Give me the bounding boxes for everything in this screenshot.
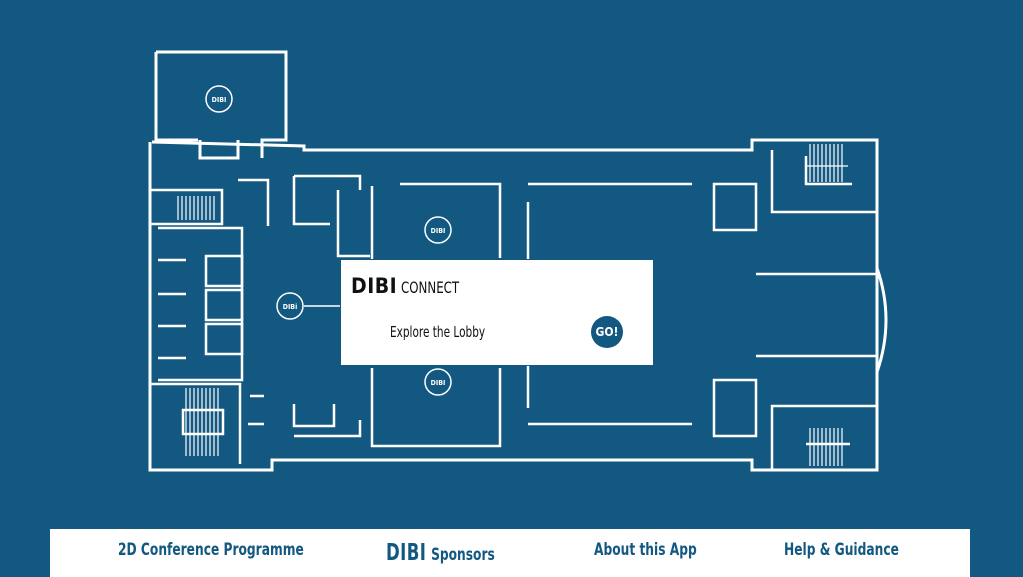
svg-text:DIBI: DIBI [212, 96, 227, 104]
explore-lobby-label: Explore the Lobby [390, 323, 486, 341]
svg-text:DIBI: DIBI [431, 379, 446, 387]
stairs-left [177, 196, 215, 220]
map-badge-top-room[interactable]: DIBI [205, 85, 233, 113]
dibi-connect-title: DIBI CONNECT [351, 274, 472, 298]
nav-sponsors[interactable]: DIBI Sponsors [386, 540, 495, 566]
bottom-nav: 2D Conference Programme DIBI Sponsors Ab… [50, 529, 970, 577]
svg-text:DIBI: DIBI [431, 227, 446, 235]
nav-about-app[interactable]: About this App [594, 540, 697, 560]
stairs-top-right [806, 144, 848, 182]
stairs-bottom-left [185, 388, 219, 456]
explore-lobby-dialog: DIBI CONNECT Explore the Lobby GO! [340, 259, 654, 366]
nav-help-guidance[interactable]: Help & Guidance [784, 540, 899, 560]
go-button[interactable]: GO! [591, 316, 623, 348]
svg-text:DIBi: DIBi [283, 303, 298, 311]
nav-conference-programme[interactable]: 2D Conference Programme [118, 540, 304, 560]
connect-label: CONNECT [401, 278, 460, 297]
stairs-bottom-right [806, 428, 848, 466]
map-badge-left-hall[interactable]: DIBi [276, 292, 340, 320]
map-badge-lower-room[interactable]: DIBI [424, 368, 452, 396]
map-badge-upper-room[interactable]: DIBI [424, 216, 452, 244]
dibi-logo: DIBI [351, 274, 398, 298]
sponsors-dibi-logo: DIBI [386, 540, 427, 566]
